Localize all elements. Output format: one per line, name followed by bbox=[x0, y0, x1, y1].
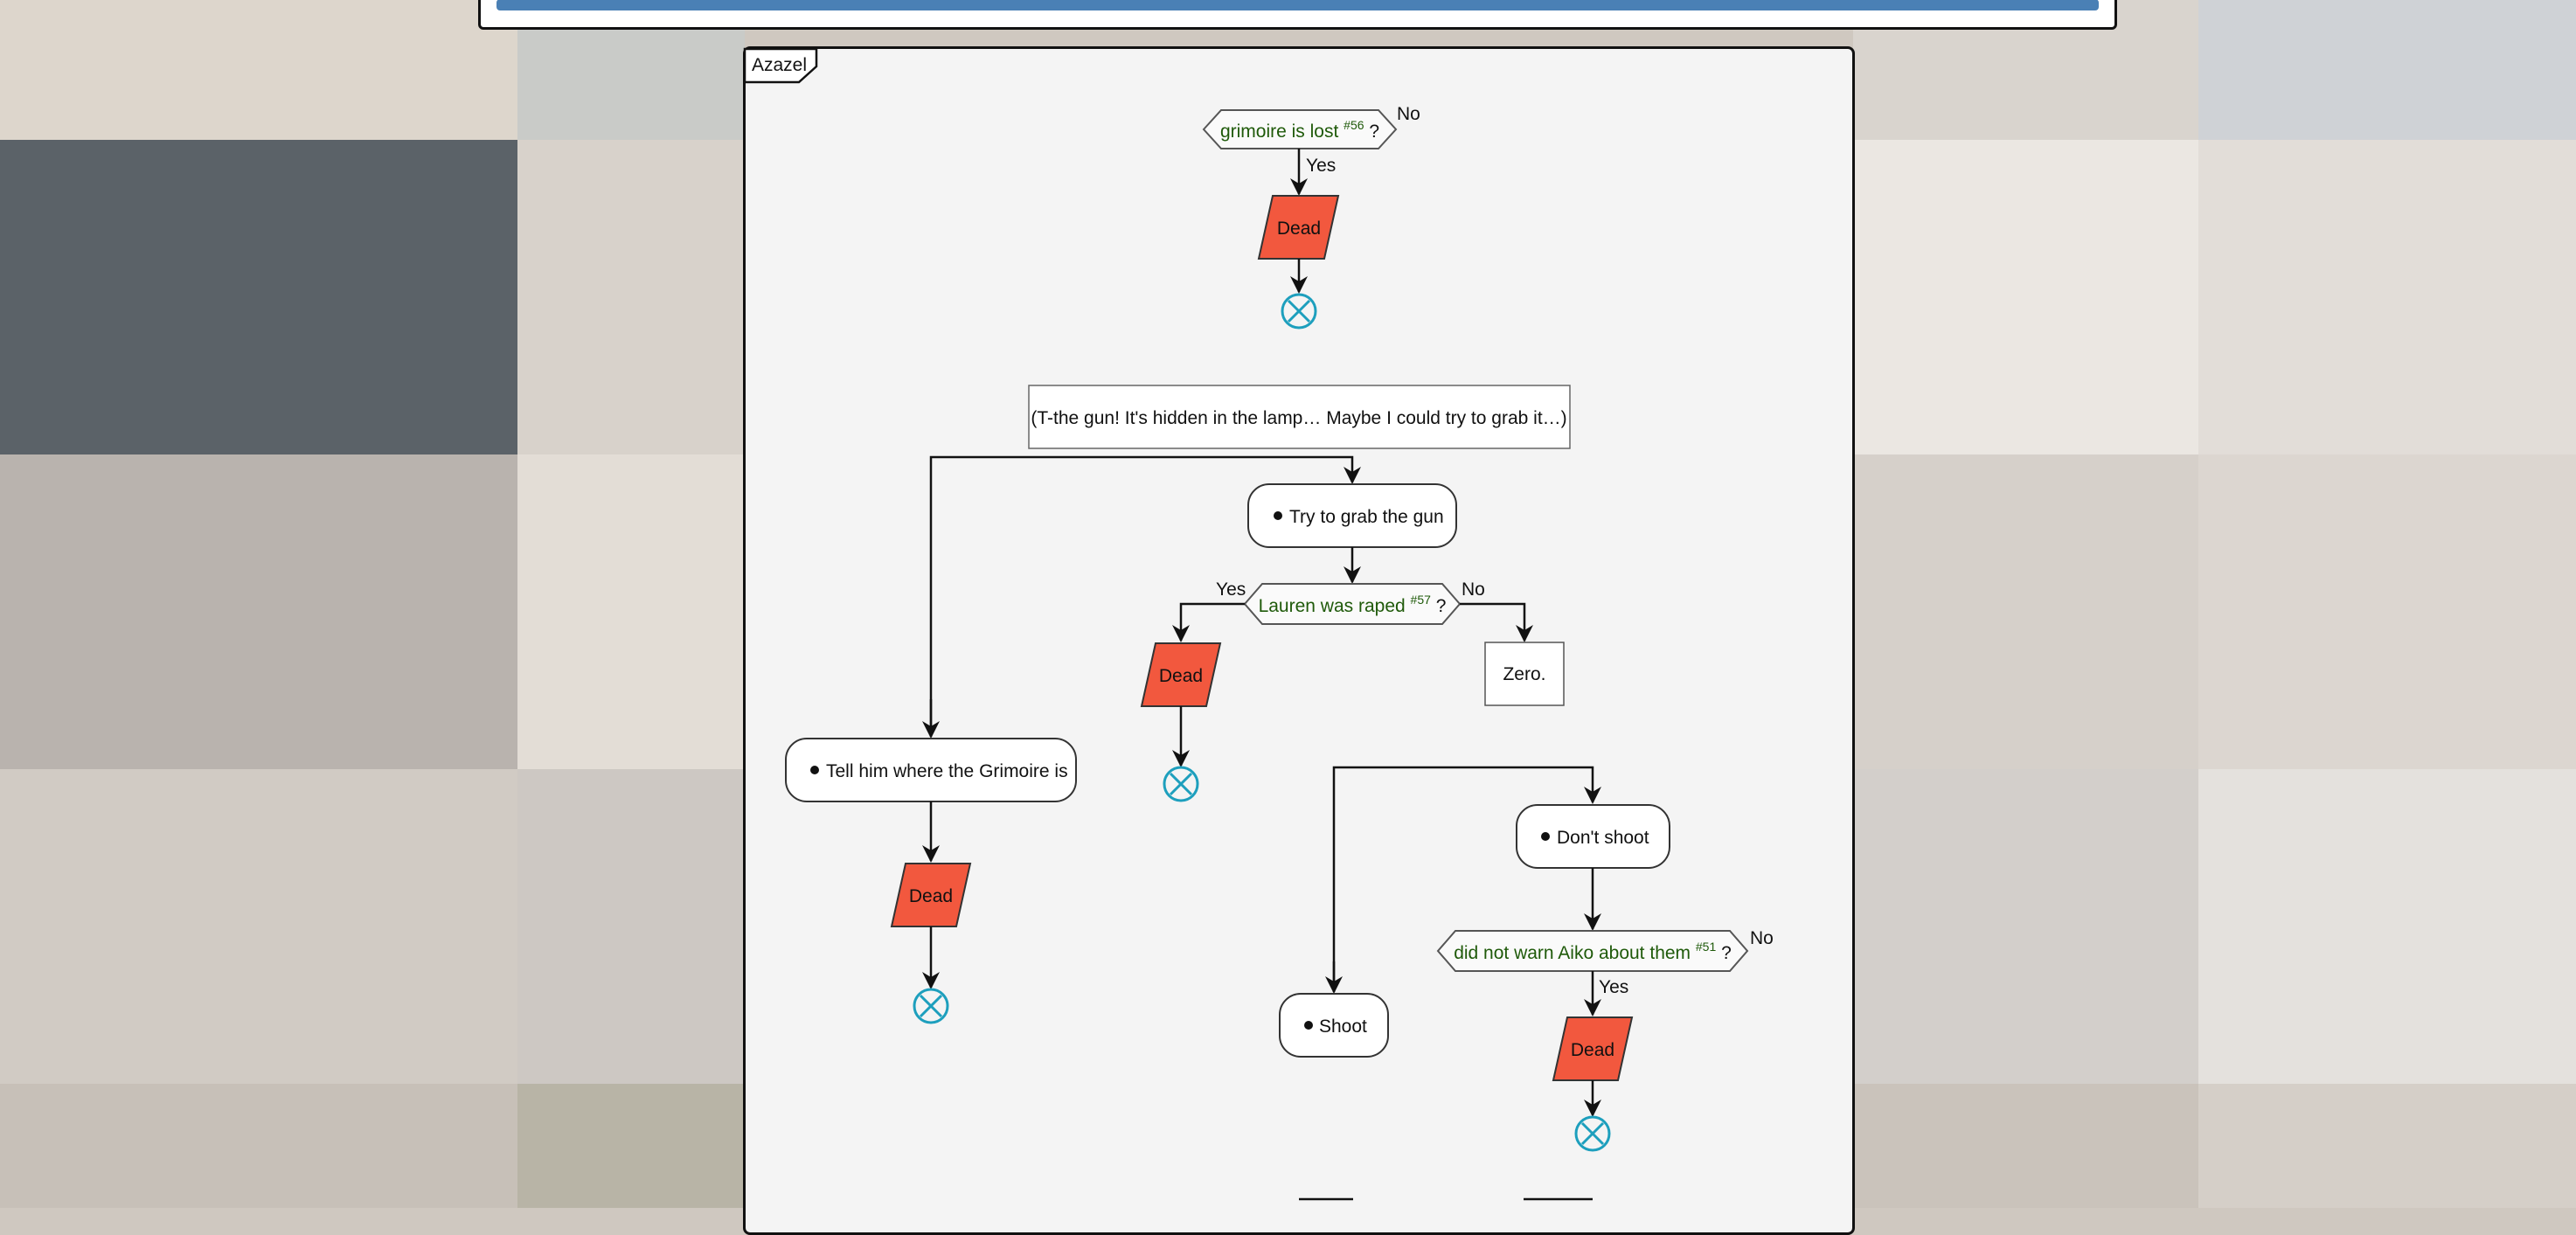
branch-label-yes: Yes bbox=[1599, 977, 1628, 997]
dead-box: Dead bbox=[890, 863, 972, 927]
svg-text:did not warn Aiko about them: did not warn Aiko about them #51 ? bbox=[1454, 935, 1732, 963]
choice-label: Try to grab the gun bbox=[1289, 507, 1444, 527]
branch-label-no: No bbox=[1462, 579, 1485, 600]
choice-label: Tell him where the Grimoire is bbox=[826, 761, 1068, 781]
condition-text: Lauren was raped bbox=[1259, 596, 1406, 616]
svg-text:Lauren was raped #57: Lauren was raped #57 ? bbox=[1259, 588, 1447, 616]
choice-label: Don't shoot bbox=[1557, 828, 1649, 848]
branch-label-no: No bbox=[1397, 104, 1420, 124]
svg-text:grimoire is lost #56: grimoire is lost #56 ? bbox=[1220, 114, 1379, 142]
condition-suffix: ? bbox=[1721, 943, 1732, 963]
branch-label-no: No bbox=[1750, 928, 1774, 948]
dead-label: Dead bbox=[1159, 666, 1203, 686]
choice-dont-shoot[interactable]: Don't shoot bbox=[1516, 804, 1670, 869]
outcome-label: Zero. bbox=[1503, 664, 1545, 684]
background-collage bbox=[0, 0, 2576, 1208]
choice-label: Shoot bbox=[1319, 1016, 1367, 1037]
dead-box: Dead bbox=[1552, 1016, 1634, 1081]
outcome-zero: Zero. bbox=[1484, 642, 1565, 706]
condition-lauren-raped: Lauren was raped #57 ? bbox=[1243, 583, 1462, 625]
branch-label-yes: Yes bbox=[1306, 156, 1336, 176]
dead-label: Dead bbox=[909, 886, 953, 906]
branch-label-yes: Yes bbox=[1216, 579, 1246, 600]
end-icon bbox=[1163, 766, 1199, 802]
choice-shoot[interactable]: Shoot bbox=[1279, 993, 1389, 1058]
flowchart-diagram: Azazel grimoire is lost #56 ? No Yes Dea… bbox=[743, 47, 1774, 1201]
condition-text: did not warn Aiko about them bbox=[1454, 943, 1691, 963]
frame-tab: Azazel bbox=[743, 47, 818, 84]
dead-label: Dead bbox=[1277, 219, 1321, 239]
choice-grab-gun[interactable]: Try to grab the gun bbox=[1247, 483, 1457, 548]
end-icon bbox=[1574, 1115, 1611, 1152]
condition-suffix: ? bbox=[1369, 121, 1379, 142]
progress-bar bbox=[496, 0, 2099, 10]
end-icon bbox=[1281, 293, 1317, 330]
end-icon bbox=[913, 988, 949, 1024]
choice-tell-grimoire[interactable]: Tell him where the Grimoire is bbox=[785, 738, 1077, 802]
dead-box: Dead bbox=[1257, 195, 1340, 260]
condition-ref: #56 bbox=[1344, 118, 1364, 132]
narration-text: (T-the gun! It's hidden in the lamp… May… bbox=[1031, 408, 1566, 428]
top-toolbar bbox=[478, 0, 2117, 30]
narration-box: (T-the gun! It's hidden in the lamp… May… bbox=[1028, 385, 1571, 449]
dead-label: Dead bbox=[1571, 1040, 1614, 1060]
condition-suffix: ? bbox=[1436, 596, 1447, 616]
condition-warn-aiko: did not warn Aiko about them #51 ? bbox=[1436, 930, 1749, 972]
condition-ref: #57 bbox=[1411, 593, 1432, 607]
condition-ref: #51 bbox=[1696, 940, 1717, 954]
condition-grimoire-lost: grimoire is lost #56 ? bbox=[1202, 109, 1398, 149]
condition-text: grimoire is lost bbox=[1220, 121, 1339, 142]
frame-tab-label: Azazel bbox=[752, 55, 807, 75]
dead-box: Dead bbox=[1140, 642, 1222, 707]
